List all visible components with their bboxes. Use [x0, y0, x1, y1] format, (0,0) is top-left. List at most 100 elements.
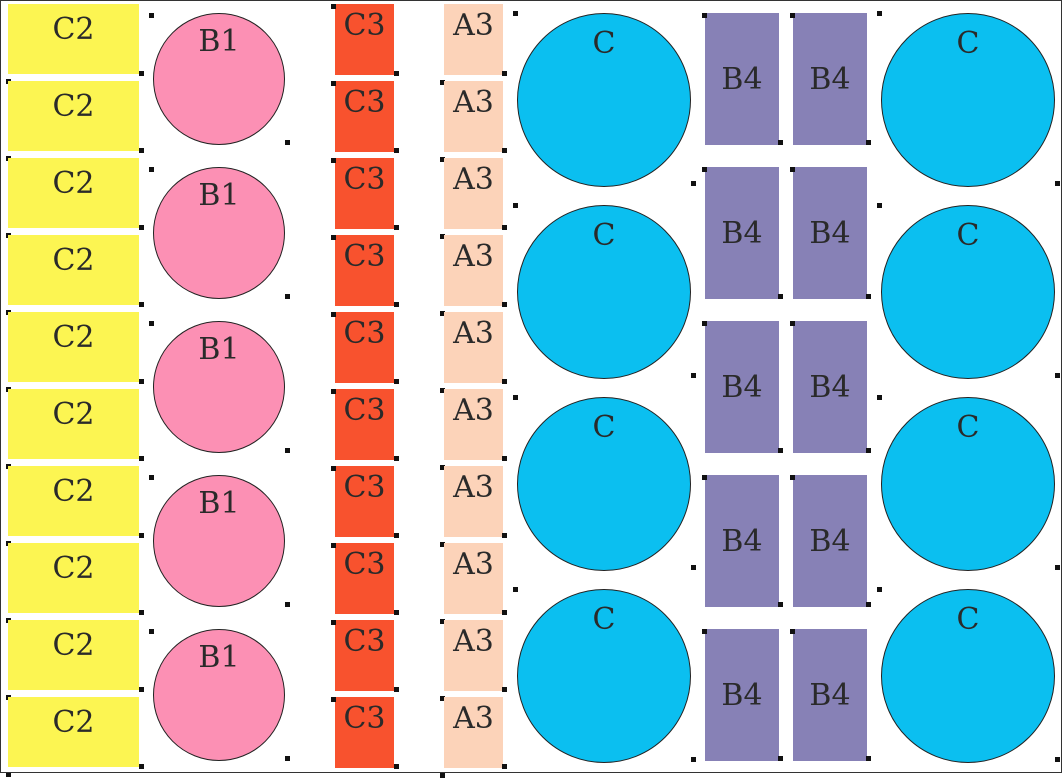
corner-marker [394, 687, 399, 692]
corner-marker [149, 629, 154, 634]
piece-b4-7: B4 [705, 475, 779, 607]
piece-c3-4: C3 [335, 235, 394, 306]
corner-marker [513, 203, 518, 208]
piece-a3-3: A3 [444, 158, 503, 229]
piece-c2-10: C2 [8, 697, 139, 767]
corner-marker [285, 756, 290, 761]
corner-marker [866, 294, 871, 299]
corner-marker [790, 629, 795, 634]
corner-marker [139, 533, 144, 538]
corner-marker [513, 11, 518, 16]
corner-marker [394, 456, 399, 461]
corner-marker [394, 610, 399, 615]
corner-marker [513, 395, 518, 400]
corner-marker [790, 167, 795, 172]
corner-marker [877, 203, 882, 208]
corner-marker [139, 764, 144, 769]
piece-b4-6: B4 [793, 321, 867, 453]
corner-marker [502, 302, 507, 307]
piece-a3-1: A3 [444, 4, 503, 75]
piece-c2-3: C2 [8, 158, 139, 228]
piece-c-5: C [881, 13, 1055, 187]
piece-c2-5: C2 [8, 312, 139, 382]
corner-marker [502, 687, 507, 692]
corner-marker [691, 373, 696, 378]
corner-marker [149, 475, 154, 480]
piece-b4-3: B4 [705, 167, 779, 299]
corner-marker [778, 140, 783, 145]
corner-marker [331, 158, 336, 163]
piece-a3-7: A3 [444, 466, 503, 537]
piece-c2-7: C2 [8, 466, 139, 536]
corner-marker [866, 602, 871, 607]
corner-marker [702, 629, 707, 634]
piece-b1-2: B1 [153, 167, 285, 299]
corner-marker [778, 602, 783, 607]
corner-marker [866, 756, 871, 761]
piece-b1-5: B1 [153, 629, 285, 761]
corner-marker [1055, 181, 1060, 186]
corner-marker [502, 456, 507, 461]
corner-marker [440, 619, 445, 624]
corner-marker [331, 235, 336, 240]
corner-marker [513, 587, 518, 592]
piece-c-2: C [517, 205, 691, 379]
corner-marker [1055, 757, 1060, 762]
piece-c3-6: C3 [335, 389, 394, 460]
corner-marker [866, 140, 871, 145]
corner-marker [139, 456, 144, 461]
corner-marker [331, 697, 336, 702]
corner-marker [866, 448, 871, 453]
piece-c2-4: C2 [8, 235, 139, 305]
corner-marker [331, 312, 336, 317]
corner-marker [331, 543, 336, 548]
corner-marker [877, 587, 882, 592]
corner-marker [394, 533, 399, 538]
corner-marker [394, 225, 399, 230]
piece-c-4: C [517, 589, 691, 763]
corner-marker [1055, 373, 1060, 378]
corner-marker [778, 448, 783, 453]
piece-b4-8: B4 [793, 475, 867, 607]
corner-marker [394, 379, 399, 384]
piece-b1-3: B1 [153, 321, 285, 453]
corner-marker [502, 379, 507, 384]
corner-marker [440, 465, 445, 470]
piece-b4-1: B4 [705, 13, 779, 145]
corner-marker [331, 620, 336, 625]
corner-marker [440, 80, 445, 85]
corner-marker [790, 13, 795, 18]
corner-marker [440, 542, 445, 547]
corner-marker [440, 157, 445, 162]
corner-marker [285, 140, 290, 145]
piece-c2-6: C2 [8, 389, 139, 459]
piece-b4-2: B4 [793, 13, 867, 145]
corner-marker [394, 302, 399, 307]
corner-marker [502, 533, 507, 538]
corner-marker [877, 11, 882, 16]
corner-marker [502, 148, 507, 153]
corner-marker [790, 321, 795, 326]
piece-a3-5: A3 [444, 312, 503, 383]
piece-c-8: C [881, 589, 1055, 763]
piece-a3-8: A3 [444, 543, 503, 614]
piece-b1-4: B1 [153, 475, 285, 607]
corner-marker [139, 379, 144, 384]
piece-b1-1: B1 [153, 13, 285, 145]
corner-marker [331, 81, 336, 86]
corner-marker [331, 466, 336, 471]
piece-c-6: C [881, 205, 1055, 379]
piece-c-7: C [881, 397, 1055, 571]
corner-marker [502, 225, 507, 230]
corner-marker [139, 302, 144, 307]
corner-marker [691, 181, 696, 186]
corner-marker [285, 294, 290, 299]
corner-marker [394, 148, 399, 153]
piece-c3-10: C3 [335, 697, 394, 768]
piece-b4-4: B4 [793, 167, 867, 299]
corner-marker [149, 167, 154, 172]
corner-marker [139, 71, 144, 76]
piece-a3-4: A3 [444, 235, 503, 306]
corner-marker [139, 687, 144, 692]
piece-c3-3: C3 [335, 158, 394, 229]
